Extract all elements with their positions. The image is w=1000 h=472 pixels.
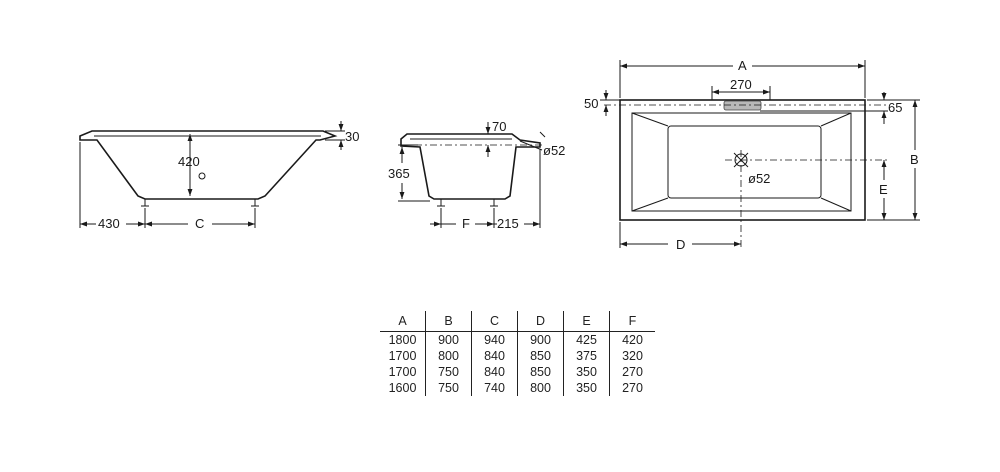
table-cell: 375 — [563, 348, 610, 364]
table-cell: 900 — [517, 331, 564, 348]
table-cell: 900 — [425, 331, 472, 348]
side-tub-outline — [79, 130, 338, 200]
table-cell: 270 — [609, 380, 655, 396]
table-cell: 850 — [517, 364, 564, 380]
end-feet-label: F — [462, 216, 470, 231]
table-cell: 1700 — [388, 349, 417, 363]
end-outlet-label: ø52 — [543, 143, 565, 158]
table-cell: 800 — [425, 348, 472, 364]
end-feet — [437, 199, 498, 207]
end-height-label: 365 — [388, 166, 410, 181]
table-row: 1600 750 740 800 350 270 — [380, 380, 655, 396]
table-cell: 425 — [563, 331, 610, 348]
table-cell: 270 — [609, 364, 655, 380]
plan-view: ø52 A 270 50 65 B E — [584, 58, 920, 252]
plan-drain-cross-b — [733, 152, 749, 168]
table-header-d: D — [517, 311, 564, 332]
plan-drain-icon — [734, 153, 748, 167]
plan-rim-right-label: 65 — [888, 100, 902, 115]
table-header-f: F — [609, 311, 655, 332]
table-cell: 850 — [517, 348, 564, 364]
table-header-a: A — [380, 311, 426, 332]
table-header-e: E — [563, 311, 610, 332]
table-cell: 940 — [471, 331, 518, 348]
table-cell: 1700 — [388, 365, 417, 379]
plan-inner-basin — [631, 112, 852, 212]
dimensions-table: A B C D E F 1800 900 940 900 425 420 170… — [380, 311, 655, 396]
side-overflow-icon — [198, 172, 206, 180]
table-cell: 1800 — [388, 333, 417, 347]
plan-drain-x-label: D — [676, 237, 685, 252]
end-outlet-tick — [539, 131, 546, 138]
table-cell: 800 — [517, 380, 564, 396]
table-cell: 750 — [425, 380, 472, 396]
plan-rim-left-label: 50 — [584, 96, 598, 111]
side-left-offset-label: 430 — [98, 216, 120, 231]
table-cell: 750 — [425, 364, 472, 380]
table-cell: 740 — [471, 380, 518, 396]
plan-basin-floor — [667, 125, 822, 199]
side-height-label: 420 — [178, 154, 200, 169]
table-header-c: C — [471, 311, 518, 332]
side-view: 420 30 430 C — [79, 121, 359, 231]
side-feet-span-label: C — [195, 216, 204, 231]
end-top-label: 70 — [492, 119, 506, 134]
table-row: 1700 750 840 850 350 270 — [380, 364, 655, 380]
plan-basin-slopes — [631, 112, 852, 212]
end-tub-outline — [400, 133, 541, 200]
table-cell: 350 — [563, 364, 610, 380]
table-cell: 840 — [471, 348, 518, 364]
table-row: 1700 800 840 850 375 320 — [380, 348, 655, 364]
table-cell: 420 — [609, 331, 655, 348]
table-cell: 320 — [609, 348, 655, 364]
plan-length-label: A — [738, 58, 747, 73]
plan-handle-label: 270 — [730, 77, 752, 92]
table-cell: 1600 — [388, 381, 417, 395]
table-cell: 350 — [563, 380, 610, 396]
end-outlet-leader — [519, 140, 543, 151]
side-rim-label: 30 — [345, 129, 359, 144]
plan-drain-label: ø52 — [748, 171, 770, 186]
plan-handle — [723, 100, 762, 111]
plan-width-label: B — [910, 152, 919, 167]
end-right-offset-label: 215 — [497, 216, 519, 231]
table-header-row: A B C D E F — [380, 311, 655, 332]
end-view: 70 ø52 365 F 215 — [388, 119, 565, 231]
plan-drain-y-label: E — [879, 182, 888, 197]
table-cell: 840 — [471, 364, 518, 380]
table-row: 1800 900 940 900 425 420 — [380, 331, 655, 348]
side-feet — [141, 199, 259, 207]
table-header-b: B — [425, 311, 472, 332]
